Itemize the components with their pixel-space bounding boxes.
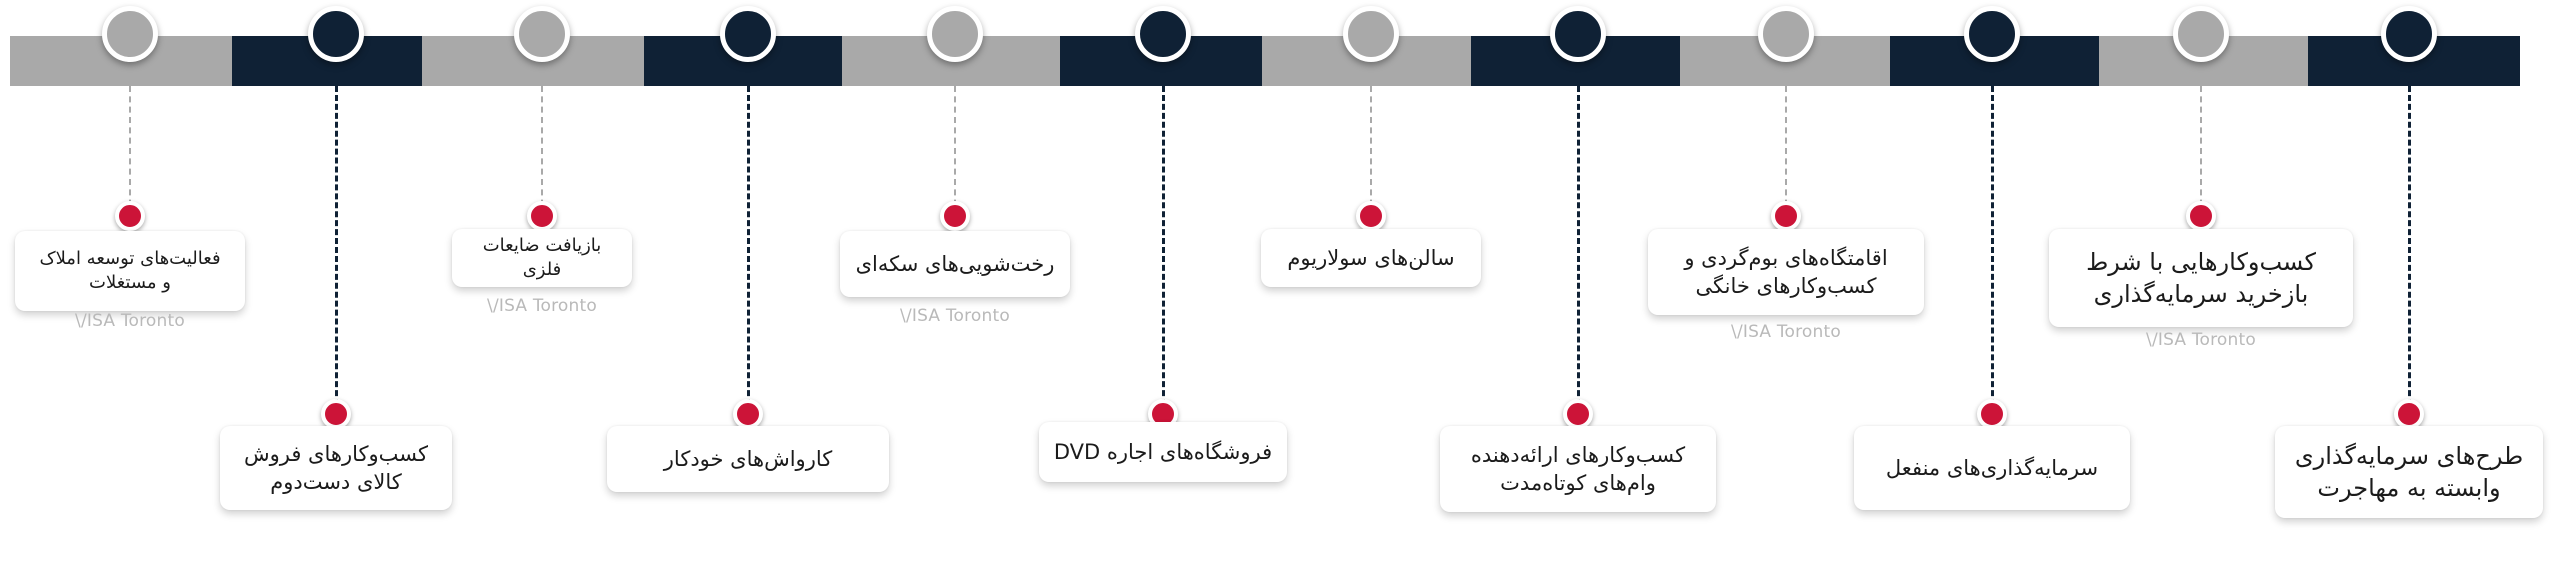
item-label: طرح‌های سرمایه‌گذاری وابسته به مهاجرت <box>2294 441 2524 502</box>
dashed-connector <box>2408 86 2411 414</box>
dashed-connector <box>1577 86 1580 414</box>
watermark-text: \/ISA Toronto <box>75 311 185 331</box>
dashed-connector <box>1785 86 1787 216</box>
dashed-connector <box>747 86 750 414</box>
timeline-node-circle <box>1964 6 2020 62</box>
item-card: کسب‌وکارهایی با شرط بازخرید سرمایه‌گذاری <box>2049 229 2353 327</box>
item-card: فروشگاه‌های اجاره DVD <box>1039 422 1287 482</box>
item-label: کسب‌وکارهای فروش کالای دست‌دوم <box>243 441 429 494</box>
marker-dot <box>1771 201 1801 231</box>
marker-dot <box>527 201 557 231</box>
item-card: طرح‌های سرمایه‌گذاری وابسته به مهاجرت <box>2275 426 2543 518</box>
marker-dot <box>1563 399 1593 429</box>
dashed-connector <box>954 86 956 216</box>
item-label: فعالیت‌های توسعه املاک و مستغلات <box>39 247 221 293</box>
item-label: کسب‌وکارهایی با شرط بازخرید سرمایه‌گذاری <box>2086 247 2316 308</box>
marker-dot <box>1356 201 1386 231</box>
dashed-connector <box>1370 86 1372 216</box>
marker-dot <box>2186 201 2216 231</box>
item-card: کسب‌وکارهای فروش کالای دست‌دوم <box>220 426 452 510</box>
item-card: کارواش‌های خودکار <box>607 426 889 492</box>
item-label: رخت‌شویی‌های سکه‌ای <box>855 251 1055 276</box>
watermark-text: \/ISA Toronto <box>1731 322 1841 342</box>
marker-dot <box>115 201 145 231</box>
dashed-connector <box>2200 86 2202 216</box>
item-label: کسب‌وکارهای ارائه‌دهنده وام‌های کوتاه‌مد… <box>1470 442 1686 495</box>
timeline-node-circle <box>308 6 364 62</box>
timeline-node-circle <box>1343 6 1399 62</box>
item-card: سالن‌های سولاریوم <box>1261 229 1481 287</box>
marker-dot <box>2394 399 2424 429</box>
item-card: رخت‌شویی‌های سکه‌ای <box>840 231 1070 297</box>
timeline-node-circle <box>2173 6 2229 62</box>
timeline-node-circle <box>1550 6 1606 62</box>
item-card: اقامتگاه‌های بوم‌گردی و کسب‌وکارهای خانگ… <box>1648 229 1924 315</box>
timeline-node-circle <box>1758 6 1814 62</box>
item-label: سالن‌های سولاریوم <box>1287 245 1455 270</box>
dashed-connector <box>1162 86 1165 414</box>
timeline-node-circle <box>2381 6 2437 62</box>
dashed-connector <box>1991 86 1994 414</box>
marker-dot <box>940 201 970 231</box>
item-label: اقامتگاه‌های بوم‌گردی و کسب‌وکارهای خانگ… <box>1684 245 1888 298</box>
item-card: بازیافت ضایعات فلزی <box>452 229 632 287</box>
timeline-node-circle <box>720 6 776 62</box>
watermark-text: \/ISA Toronto <box>2146 330 2256 350</box>
marker-dot <box>321 399 351 429</box>
watermark-text: \/ISA Toronto <box>487 296 597 316</box>
item-card: فعالیت‌های توسعه املاک و مستغلات <box>15 231 245 311</box>
item-card: سرمایه‌گذاری‌های منفعل <box>1854 426 2130 510</box>
marker-dot <box>1977 399 2007 429</box>
timeline-node-circle <box>514 6 570 62</box>
item-label: سرمایه‌گذاری‌های منفعل <box>1885 455 2099 480</box>
dashed-connector <box>335 86 338 414</box>
dashed-connector <box>129 86 131 216</box>
item-card: کسب‌وکارهای ارائه‌دهنده وام‌های کوتاه‌مد… <box>1440 426 1716 512</box>
marker-dot <box>733 399 763 429</box>
timeline-node-circle <box>1135 6 1191 62</box>
item-label: فروشگاه‌های اجاره DVD <box>1053 439 1273 464</box>
watermark-text: \/ISA Toronto <box>900 306 1010 326</box>
timeline-node-circle <box>102 6 158 62</box>
item-label: کارواش‌های خودکار <box>663 446 833 471</box>
timeline-node-circle <box>927 6 983 62</box>
dashed-connector <box>541 86 543 216</box>
item-label: بازیافت ضایعات فلزی <box>482 234 602 280</box>
